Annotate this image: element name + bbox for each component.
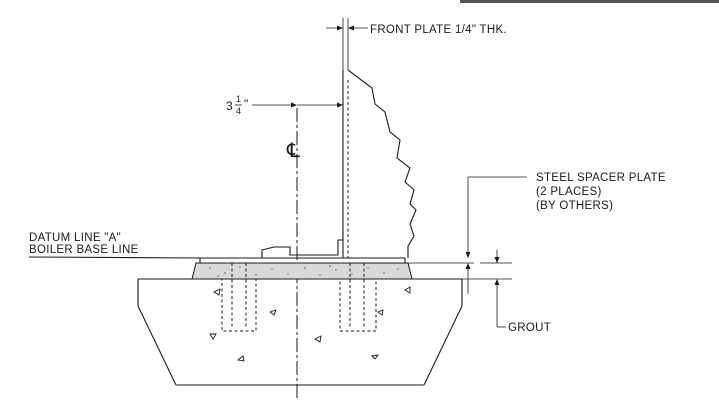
front-plate	[342, 69, 417, 258]
boiler-base-line-label: BOILER BASE LINE	[29, 244, 139, 256]
boiler-break-outline	[347, 69, 417, 258]
datum-line-callout: DATUM LINE "A" BOILER BASE LINE	[28, 232, 201, 259]
grout-callout: GROUT	[412, 250, 551, 334]
dimension-whole: 3	[226, 99, 233, 113]
front-plate-label: FRONT PLATE 1/4" THK.	[370, 24, 507, 36]
angle-bracket	[261, 239, 343, 258]
base-plates	[199, 257, 406, 264]
grout-label: GROUT	[508, 322, 551, 334]
grout-layer	[191, 262, 413, 280]
dimension-3-1-4: 3 1 4 "	[226, 94, 343, 116]
datum-line-label: DATUM LINE "A"	[29, 232, 121, 244]
spacer-plate-label: STEEL SPACER PLATE	[536, 172, 666, 184]
grout-speckle	[209, 265, 399, 277]
concrete-aggregate	[209, 286, 411, 362]
centerline-symbol: ℄	[286, 140, 300, 162]
anchor-bolt-right	[339, 263, 377, 332]
anchor-bolt-left	[221, 263, 257, 332]
dimension-numerator: 1	[236, 94, 241, 104]
dimension-denominator: 4	[236, 106, 241, 116]
spacer-by-others-label: (BY OTHERS)	[536, 200, 613, 212]
spacer-places-label: (2 PLACES)	[536, 186, 602, 198]
top-border-strip	[460, 0, 719, 3]
front-plate-callout: FRONT PLATE 1/4" THK.	[326, 18, 507, 70]
dimension-inch-mark: "	[244, 97, 248, 111]
spacer-plate-callout: STEEL SPACER PLATE (2 PLACES) (BY OTHERS…	[405, 172, 666, 294]
concrete-pedestal	[137, 278, 463, 386]
